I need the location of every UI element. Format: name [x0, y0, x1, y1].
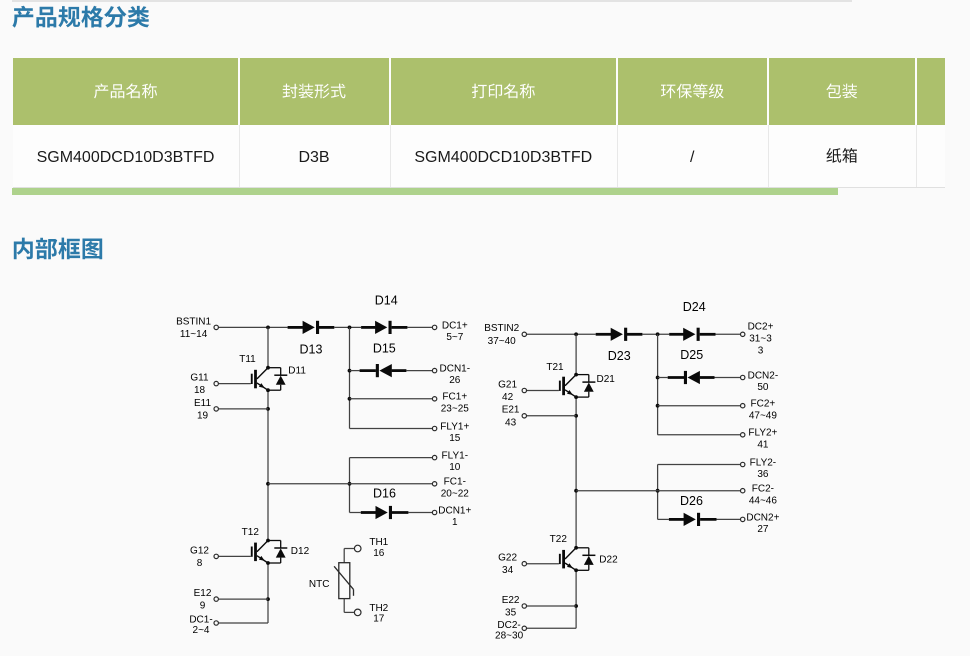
svg-text:FLY2+: FLY2+ — [748, 428, 777, 439]
svg-text:28~30: 28~30 — [495, 631, 524, 642]
svg-text:D24: D24 — [683, 300, 706, 314]
svg-text:3: 3 — [758, 346, 764, 357]
svg-text:9: 9 — [200, 601, 206, 612]
svg-text:T22: T22 — [550, 534, 568, 545]
svg-text:DC1-: DC1- — [189, 615, 212, 626]
svg-text:47~49: 47~49 — [749, 410, 778, 421]
svg-text:G11: G11 — [190, 373, 209, 384]
svg-text:DC2+: DC2+ — [748, 322, 774, 333]
svg-text:BSTIN1: BSTIN1 — [176, 316, 211, 327]
svg-text:BSTIN2: BSTIN2 — [484, 323, 519, 334]
svg-text:G21: G21 — [498, 379, 517, 390]
svg-text:FC2+: FC2+ — [751, 399, 776, 410]
svg-text:E21: E21 — [502, 405, 520, 416]
svg-text:2~4: 2~4 — [193, 625, 210, 636]
svg-text:DCN1+: DCN1+ — [438, 505, 471, 516]
svg-text:50: 50 — [757, 382, 769, 393]
svg-text:FC2-: FC2- — [752, 484, 774, 495]
svg-text:TH2: TH2 — [369, 603, 388, 614]
svg-text:DCN2+: DCN2+ — [746, 512, 779, 523]
svg-text:16: 16 — [373, 548, 385, 559]
svg-text:35: 35 — [505, 608, 517, 619]
svg-text:D11: D11 — [288, 366, 306, 377]
svg-text:43: 43 — [505, 417, 517, 428]
svg-text:19: 19 — [197, 410, 209, 421]
svg-text:FC1-: FC1- — [444, 477, 466, 488]
svg-text:G12: G12 — [190, 545, 209, 556]
svg-text:D26: D26 — [680, 494, 703, 508]
svg-text:T11: T11 — [239, 354, 256, 365]
svg-text:27: 27 — [757, 524, 769, 535]
svg-text:44~46: 44~46 — [749, 495, 778, 506]
svg-text:41: 41 — [757, 439, 769, 450]
svg-text:FLY2-: FLY2- — [750, 457, 777, 468]
svg-text:D15: D15 — [373, 342, 396, 356]
svg-text:15: 15 — [449, 433, 461, 444]
svg-text:20~22: 20~22 — [441, 488, 470, 499]
svg-text:36: 36 — [757, 469, 769, 480]
svg-text:26: 26 — [449, 375, 461, 386]
svg-text:FLY1-: FLY1- — [442, 451, 469, 462]
svg-text:E22: E22 — [502, 595, 520, 606]
svg-text:T21: T21 — [546, 362, 564, 373]
svg-text:10: 10 — [449, 462, 461, 473]
svg-text:DC1+: DC1+ — [442, 320, 468, 331]
svg-text:18: 18 — [194, 385, 206, 396]
svg-text:E12: E12 — [194, 588, 212, 599]
svg-text:23~25: 23~25 — [441, 403, 470, 414]
svg-text:37~40: 37~40 — [488, 336, 517, 347]
svg-text:11~14: 11~14 — [180, 329, 208, 340]
svg-text:E11: E11 — [194, 398, 211, 409]
svg-text:17: 17 — [373, 614, 385, 625]
svg-text:D14: D14 — [375, 293, 398, 307]
svg-text:TH1: TH1 — [369, 537, 388, 548]
svg-text:D21: D21 — [597, 374, 616, 385]
svg-text:31~3: 31~3 — [749, 334, 772, 345]
svg-text:42: 42 — [502, 392, 514, 403]
svg-text:D16: D16 — [373, 486, 396, 500]
svg-text:D23: D23 — [608, 349, 631, 363]
svg-text:8: 8 — [197, 558, 203, 569]
svg-text:1: 1 — [452, 517, 458, 528]
svg-text:FC1+: FC1+ — [442, 392, 467, 403]
svg-text:34: 34 — [502, 565, 514, 576]
svg-text:DCN1-: DCN1- — [440, 364, 471, 375]
svg-text:DCN2-: DCN2- — [748, 370, 779, 381]
svg-text:D22: D22 — [599, 554, 618, 565]
svg-text:D13: D13 — [300, 343, 323, 357]
svg-text:D12: D12 — [291, 546, 310, 557]
svg-text:5~7: 5~7 — [446, 332, 463, 343]
svg-text:D25: D25 — [680, 348, 703, 362]
svg-text:G22: G22 — [498, 553, 517, 564]
svg-text:DC2-: DC2- — [497, 620, 520, 631]
svg-text:FLY1+: FLY1+ — [440, 421, 469, 432]
svg-text:T12: T12 — [242, 527, 260, 538]
svg-text:NTC: NTC — [309, 579, 330, 590]
